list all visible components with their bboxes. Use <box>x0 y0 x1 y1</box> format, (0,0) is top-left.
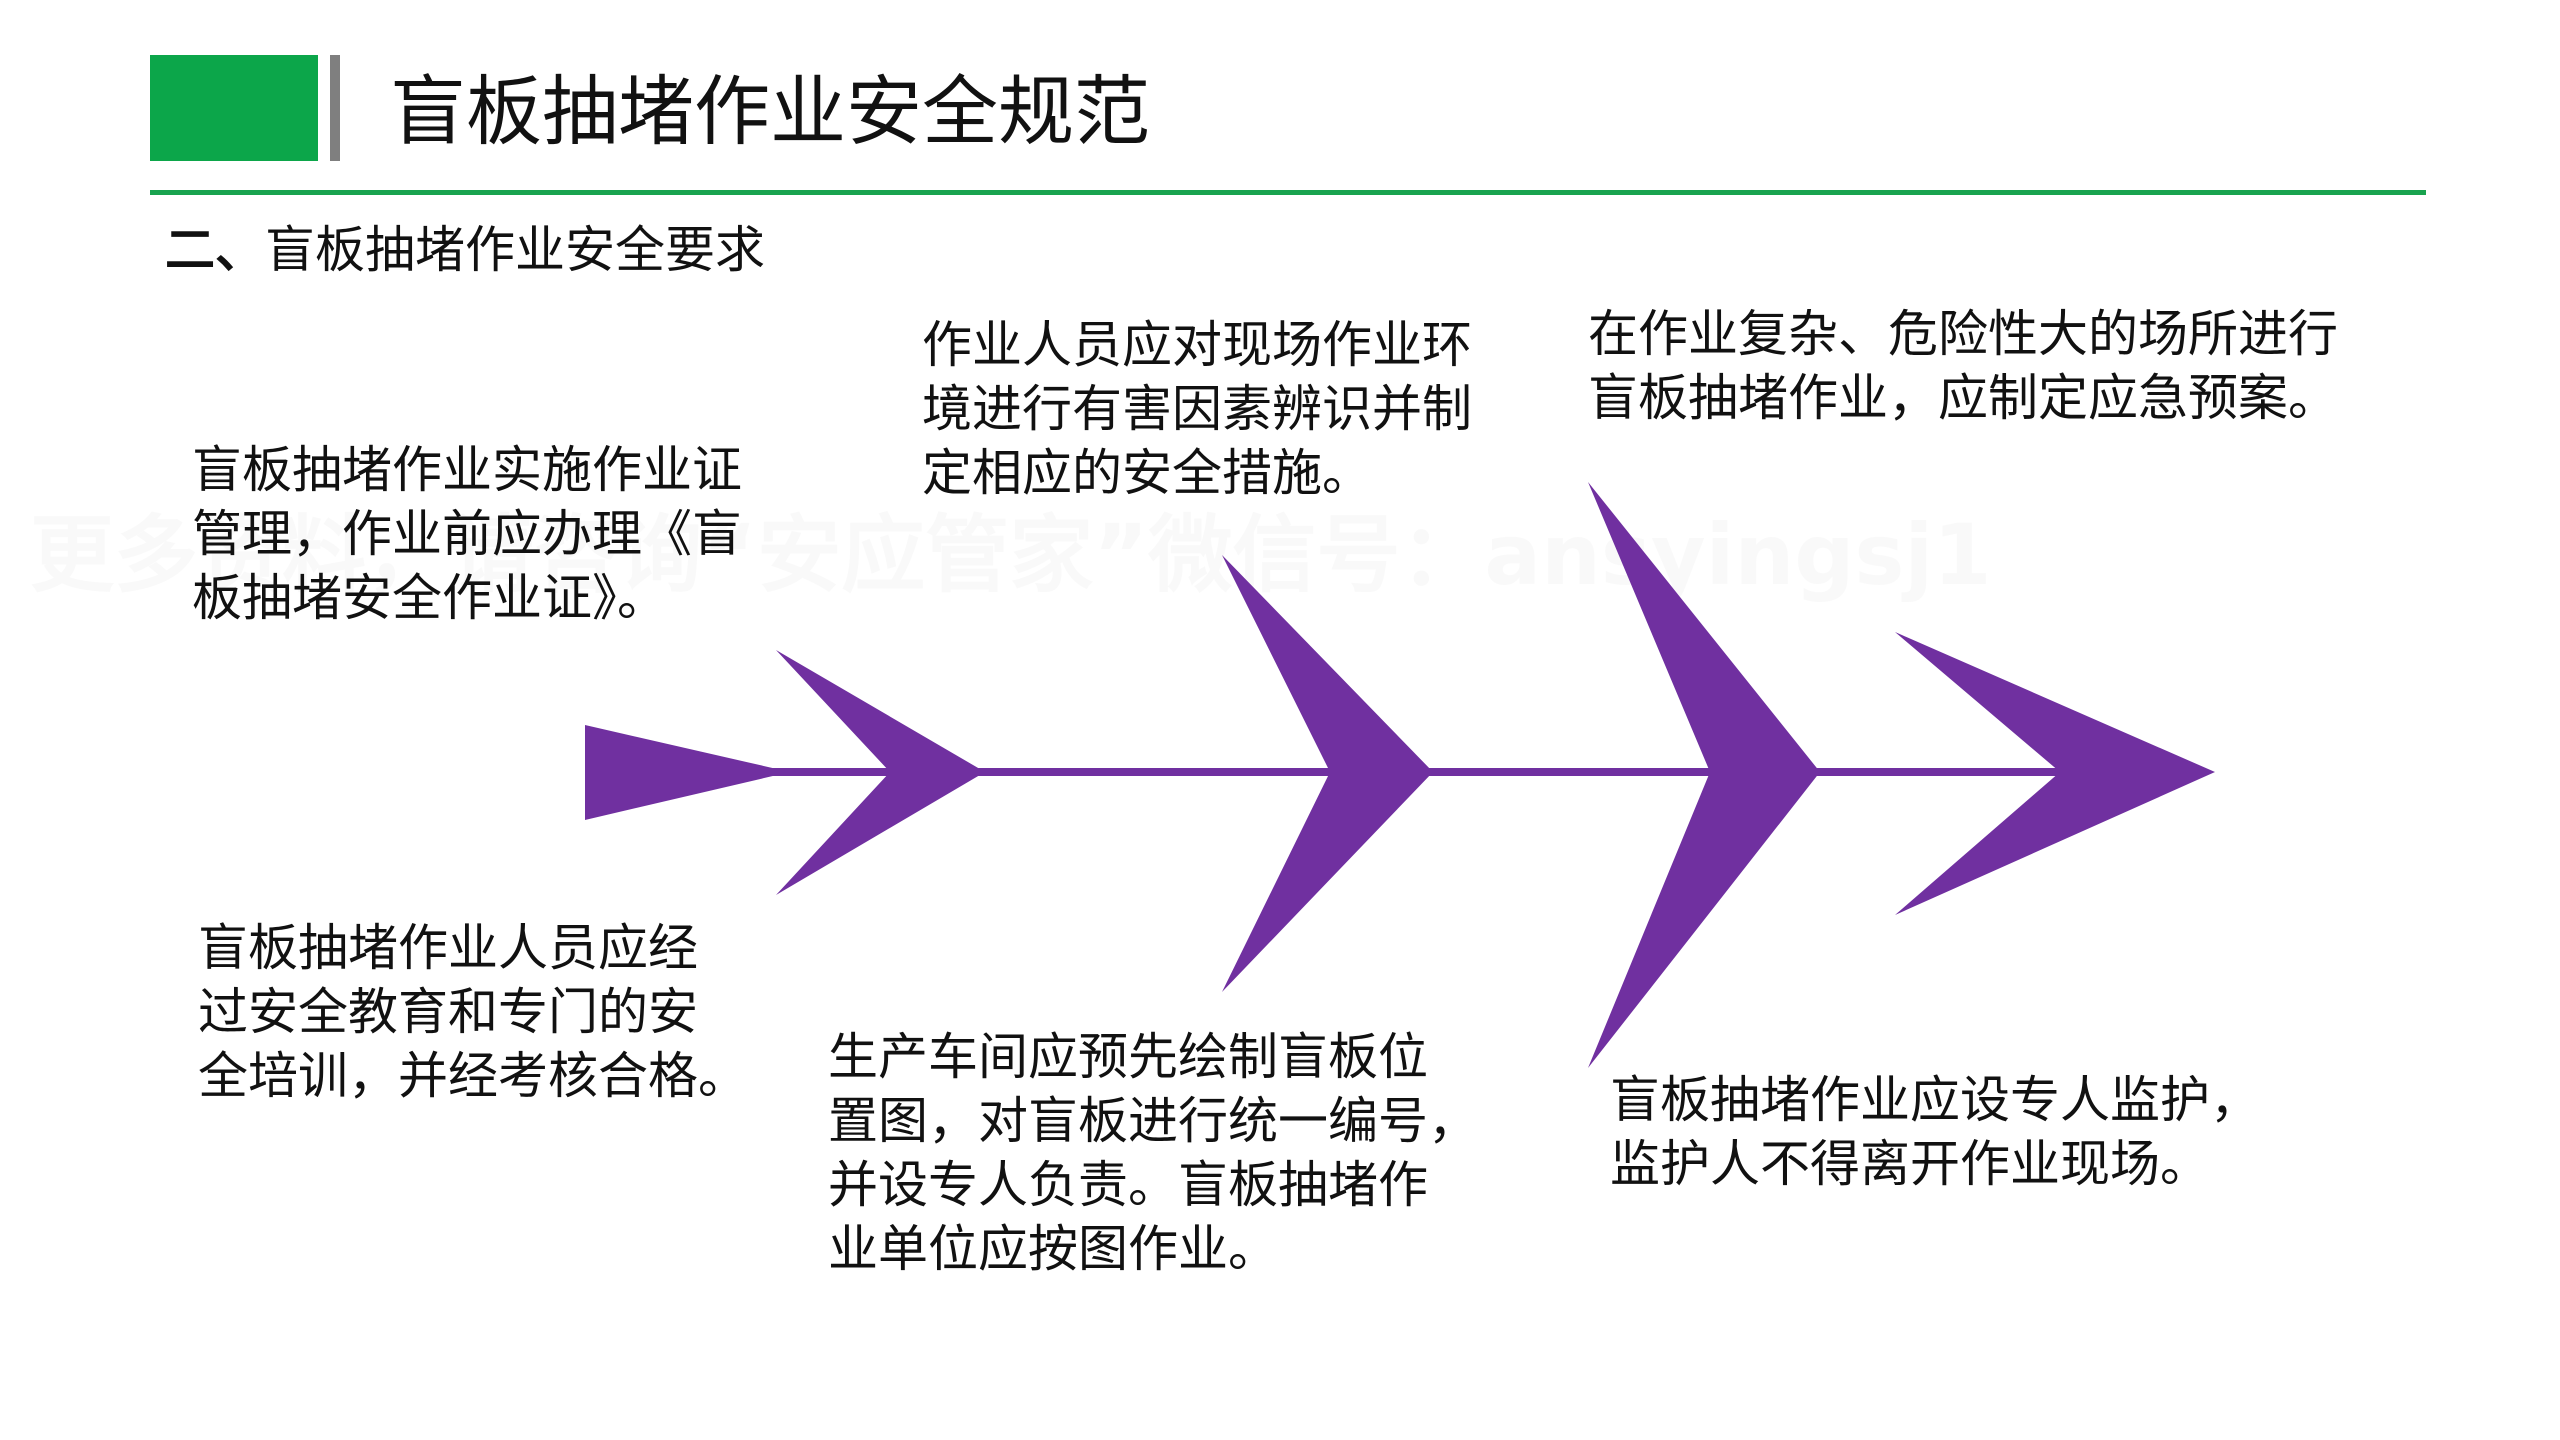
fishbone-tail <box>585 725 790 820</box>
header-rule <box>150 190 2426 195</box>
header-accent-block <box>150 55 318 161</box>
fishbone-bone-2 <box>1222 555 1433 992</box>
note-bottom-right: 盲板抽堵作业应设专人监护， 监护人不得离开作业现场。 <box>1610 1071 2260 1193</box>
fishbone-head <box>1895 632 2215 915</box>
note-bottom-left: 盲板抽堵作业人员应经 过安全教育和专门的安 全培训，并经考核合格。 <box>198 919 748 1105</box>
note-top-right: 在作业复杂、危险性大的场所进行 盲板抽堵作业，应制定应急预案。 <box>1588 305 2338 427</box>
fishbone-bone-1 <box>776 650 985 895</box>
note-top-left: 盲板抽堵作业实施作业证 管理，作业前应办理《盲 板抽堵安全作业证》。 <box>192 441 742 627</box>
section-subtitle: 二、盲板抽堵作业安全要求 <box>165 215 765 285</box>
note-bottom-middle: 生产车间应预先绘制盲板位 置图，对盲板进行统一编号， 并设专人负责。盲板抽堵作 … <box>828 1028 1478 1278</box>
fishbone-bone-3 <box>1588 482 1820 1068</box>
section-title: 盲板抽堵作业安全要求 <box>265 221 765 279</box>
note-top-middle: 作业人员应对现场作业环 境进行有害因素辨识并制 定相应的安全措施。 <box>922 316 1472 502</box>
header-divider-bar <box>330 55 340 161</box>
page-title: 盲板抽堵作业安全规范 <box>390 67 1150 156</box>
section-number: 二、 <box>165 221 265 279</box>
